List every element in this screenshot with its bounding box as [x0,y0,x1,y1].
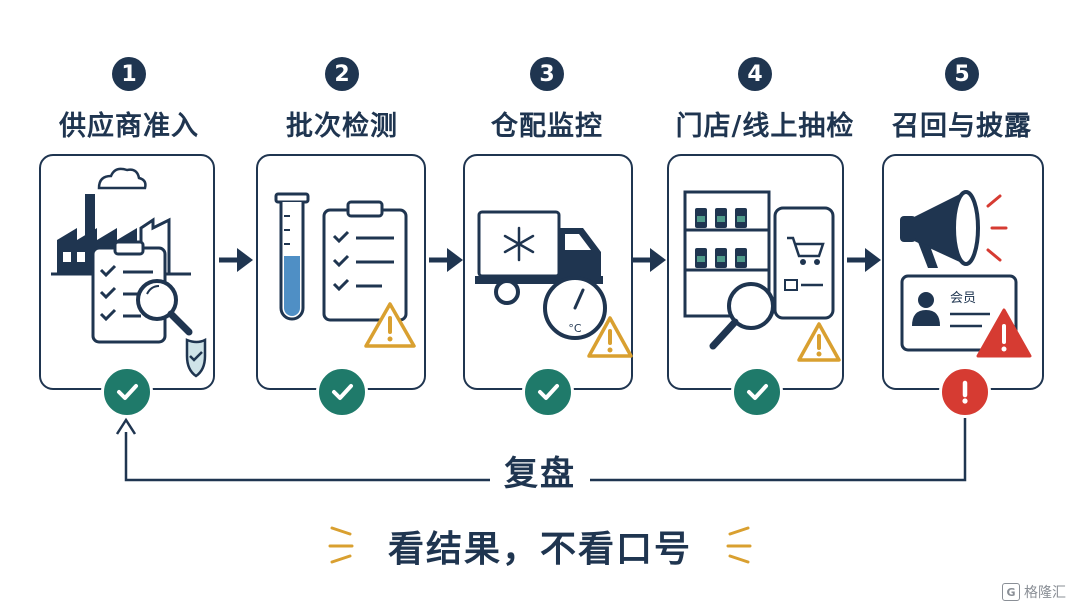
member-card-label: 会员 [950,291,976,306]
step-3-title: 仓配监控 [491,111,603,142]
arrow-right-icon [632,248,666,272]
step-2-status-check-icon [316,366,368,418]
step-3-status-check-icon [522,366,574,418]
step-4-status-check-icon [731,366,783,418]
step-1-title: 供应商准入 [59,111,199,142]
arrow-right-icon [847,248,881,272]
step-4-card [667,154,844,390]
step-1-number: 1 [112,57,146,91]
step-5-status-alert-icon [939,366,991,418]
megaphone-member-card-icon: 会员 [900,190,1032,358]
arrow-right-icon [219,248,253,272]
factory-inspection-icon [51,167,207,378]
slogan: 看结果，不看口号 [387,528,692,570]
step-3-number: 3 [530,57,564,91]
step-4-title: 门店/线上抽检 [675,111,855,142]
step-5-card: 会员 [882,154,1044,390]
step-3-card: °C [463,154,633,390]
watermark-text: 格隆汇 [1024,585,1066,601]
step-2-title: 批次检测 [286,111,398,142]
test-tube-checklist-icon [274,192,416,348]
shelf-phone-inspection-icon [683,190,841,362]
review-label: 复盘 [490,446,590,495]
arrow-right-icon [429,248,463,272]
thermometer-unit: °C [568,322,582,335]
step-2-number: 2 [325,57,359,91]
step-4-number: 4 [738,57,772,91]
cold-chain-truck-icon: °C [475,210,633,358]
step-2-card [256,154,426,390]
watermark-logo-icon: G [1002,583,1020,601]
step-5-title: 召回与披露 [892,111,1032,142]
step-1-status-check-icon [101,366,153,418]
step-1-card [39,154,215,390]
step-5-number: 5 [945,57,979,91]
watermark: G 格隆汇 [1002,582,1066,602]
